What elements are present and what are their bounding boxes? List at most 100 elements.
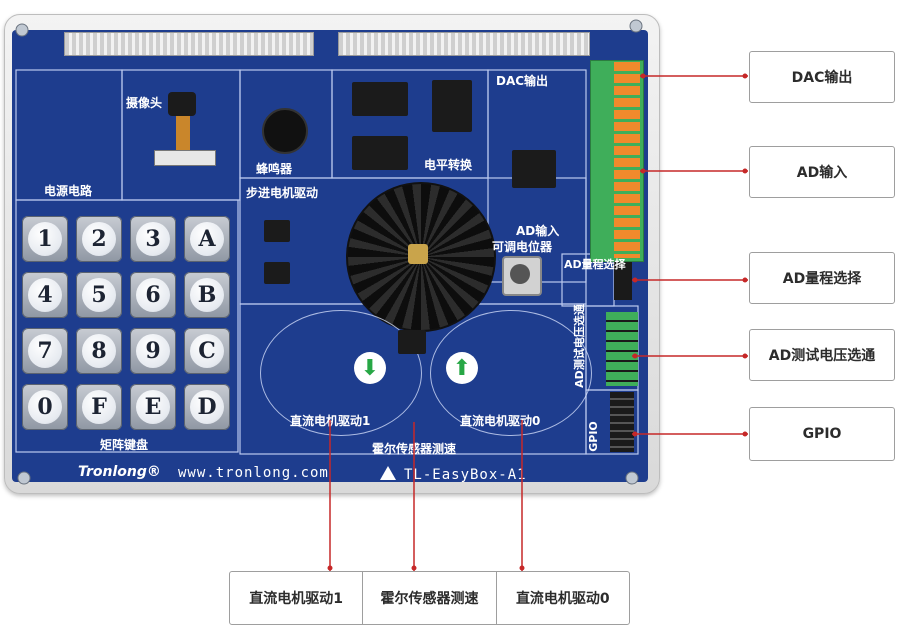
leader-dot [632,431,638,437]
keypad-key-label: 4 [28,278,62,312]
ad-range-jumper [614,262,632,300]
keypad-key: B [184,272,230,318]
corner-screw [625,471,639,485]
corner-screw [629,19,643,33]
keypad-key: C [184,328,230,374]
adc-chip [512,150,556,188]
label-ad-in: AD输入 [516,224,560,238]
keypad-key-label: 2 [82,222,116,256]
leader-dot [742,73,748,79]
leader-dot [519,565,525,571]
callout-hall-sensor: 霍尔传感器测速 [362,572,495,624]
leader-dot [742,431,748,437]
dc-motor-1-disc [260,310,422,436]
corner-screw [15,23,29,37]
label-dc-motor-0: 直流电机驱动0 [460,414,541,428]
keypad-key-label: 0 [28,390,62,424]
bottom-callout-box: 直流电机驱动1 霍尔传感器测速 直流电机驱动0 [229,571,630,625]
leader-dot [632,353,638,359]
header-connector-left [64,32,314,56]
keypad-key: D [184,384,230,430]
label-stepper: 步进电机驱动 [246,186,319,200]
callout-ad-range: AD量程选择 [749,252,895,304]
level-shift-chip [432,80,472,132]
stepper-driver-chip [264,262,290,284]
label-dac-out: DAC输出 [496,74,549,88]
label-buzzer: 蜂鸣器 [256,162,293,176]
leader-dot [742,277,748,283]
keypad-key: 5 [76,272,122,318]
keypad-key: 9 [130,328,176,374]
keypad-key: 7 [22,328,68,374]
callout-dc-motor-1: 直流电机驱动1 [249,591,344,607]
keypad-key: 6 [130,272,176,318]
camera-socket [154,150,216,166]
keypad-key: 4 [22,272,68,318]
keypad-key-label: 6 [136,278,170,312]
label-power: 电源电路 [44,184,93,198]
label-level-shift: 电平转换 [424,158,473,172]
callout-dac-out: DAC输出 [749,51,895,103]
heatsink-bolt [408,244,428,264]
keypad-key-label: F [82,390,116,424]
keypad-key: F [76,384,122,430]
callout-ad-in: AD输入 [749,146,895,198]
motor-1-arrow-icon: ⬇ [354,352,386,384]
gpio-region [585,389,639,455]
brand-logo: Tronlong® [78,464,161,480]
label-ad-range: AD量程选择 [564,258,626,271]
label-pot: 可调电位器 [492,240,553,254]
brand-website: www.tronlong.com [178,465,329,481]
stepper-driver-chip [264,220,290,242]
level-shift-chip [352,136,408,170]
keypad-region [15,199,239,453]
gpio-header [610,392,634,452]
keypad-key-label: 3 [136,222,170,256]
leader-dot [742,353,748,359]
board-model: TL-EasyBox-A1 [404,467,527,483]
keypad-key-label: 7 [28,334,62,368]
leader-dot [327,565,333,571]
keypad-key: A [184,216,230,262]
camera-lens [168,92,196,116]
keypad-key-label: C [190,334,224,368]
keypad-key-label: D [190,390,224,424]
buzzer-component [262,108,308,154]
callout-dc-motor-0: 直流电机驱动0 [495,572,629,624]
leader-dot [411,565,417,571]
keypad-key: 1 [22,216,68,262]
ad-test-voltage-header [606,312,638,386]
leader-dot [640,73,646,79]
keypad-key-label: 8 [82,334,116,368]
keypad-key: 2 [76,216,122,262]
leader-dot [742,168,748,174]
level-shift-chip [352,82,408,116]
keypad-key-label: 9 [136,334,170,368]
keypad-key-label: E [136,390,170,424]
label-matrix-keypad: 矩阵键盘 [100,438,149,452]
leader-dot [640,168,646,174]
keypad-key: E [130,384,176,430]
keypad-key-label: A [190,222,224,256]
dc-motor-0-disc [430,310,592,436]
motor-driver-chip [398,330,426,354]
keypad-key-label: 5 [82,278,116,312]
callout-gpio: GPIO [749,407,895,461]
callout-ad-test-voltage: AD测试电压选通 [749,329,895,381]
keypad-key-label: 1 [28,222,62,256]
stepper-motor-heatsink [346,182,496,332]
potentiometer-knob [510,264,530,284]
keypad-key-label: B [190,278,224,312]
keypad-key: 3 [130,216,176,262]
triangle-logo-icon [380,466,396,480]
keypad-key: 0 [22,384,68,430]
header-connector-right [338,32,590,56]
label-camera: 摄像头 [126,96,163,110]
leader-dot [632,277,638,283]
motor-0-arrow-icon: ⬆ [446,352,478,384]
terminal-block-levers [614,62,640,258]
corner-screw [17,471,31,485]
keypad-key: 8 [76,328,122,374]
camera-flex-cable [176,116,190,150]
